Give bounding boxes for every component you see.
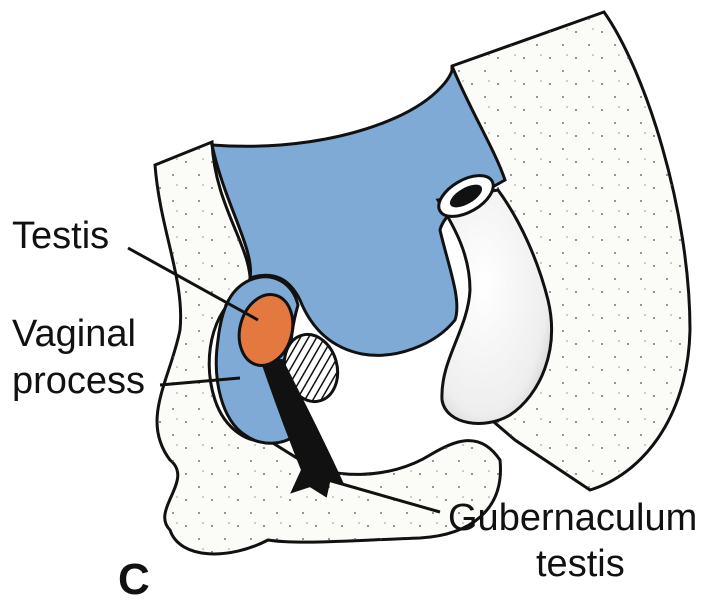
panel-letter: C (118, 555, 150, 604)
label-process: process (12, 360, 145, 402)
label-gubernaculum: Gubernaculum (448, 497, 697, 539)
label-gubernaculum-testis: testis (536, 543, 625, 585)
label-vaginal: Vaginal (12, 313, 136, 355)
label-testis: Testis (12, 215, 109, 257)
